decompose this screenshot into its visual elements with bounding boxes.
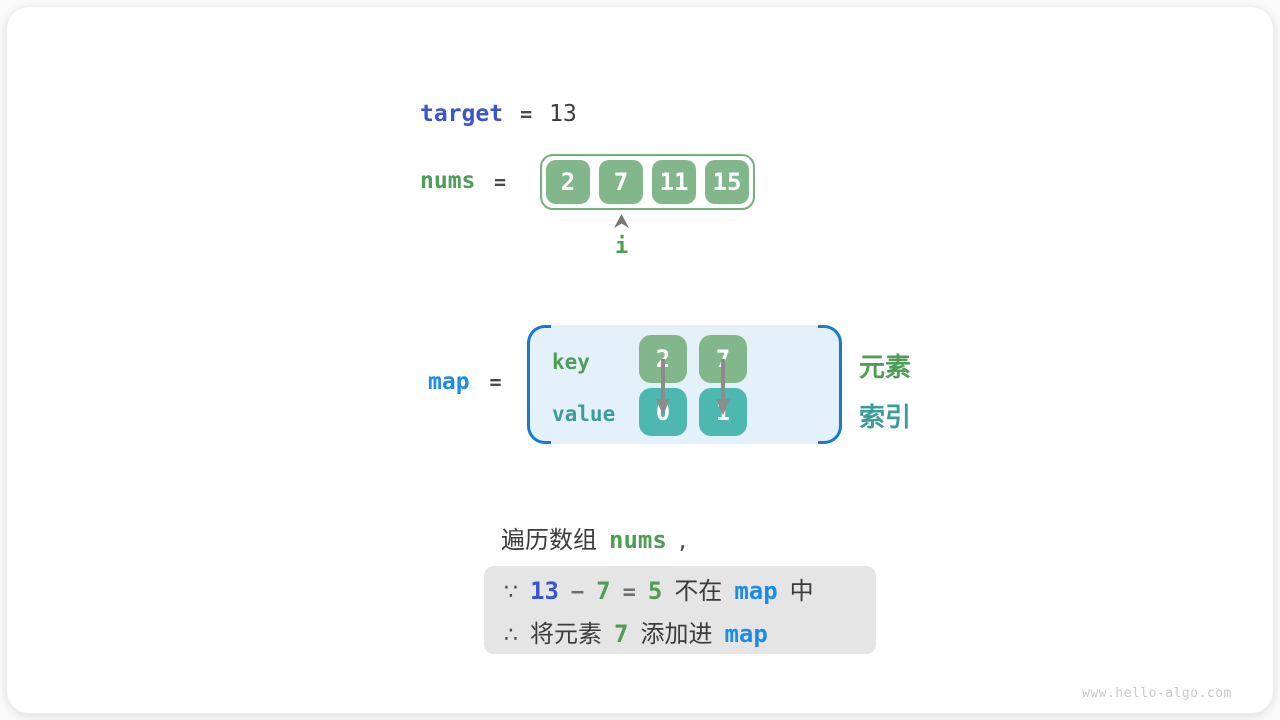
nums-cell: 7	[599, 160, 643, 204]
target-equals: =	[520, 102, 533, 126]
key-to-value-arrow-icon	[716, 359, 730, 415]
caption-comma: ,	[678, 526, 687, 554]
note-line-1: ∵ 13 − 7 = 5 不在 map 中	[504, 571, 856, 606]
index-pointer-label: i	[615, 234, 629, 259]
nums-cell: 15	[705, 160, 749, 204]
watermark: www.hello-algo.com	[1082, 686, 1232, 701]
note-add-prefix: 将元素	[530, 620, 602, 648]
minus-operator: −	[570, 580, 585, 605]
nums-array: 2 7 11 15	[540, 154, 755, 210]
index-pointer-up-arrow-icon	[614, 214, 629, 228]
map-equals: =	[489, 370, 502, 394]
map-key-label: key	[552, 350, 590, 374]
map-left-bracket	[527, 325, 551, 444]
index-side-label: 索引	[859, 403, 912, 433]
nums-cell: 11	[652, 160, 696, 204]
nums-cell: 2	[546, 160, 590, 204]
note-target-value: 13	[530, 577, 559, 605]
caption-nums-code: nums	[609, 526, 667, 554]
note-map-code: map	[734, 577, 778, 605]
note-box: ∵ 13 − 7 = 5 不在 map 中 ∴ 将元素 7 添加进 map	[484, 566, 876, 654]
element-side-label: 元素	[859, 353, 912, 383]
note-current-element: 7	[596, 577, 611, 605]
caption-prefix: 遍历数组	[501, 526, 597, 554]
map-value-label: value	[552, 402, 616, 426]
map-container: key value 2 7 0 1	[527, 325, 842, 444]
target-value: 13	[549, 101, 577, 127]
target-line: target = 13	[420, 101, 577, 127]
note-map-code: map	[724, 620, 768, 648]
because-symbol: ∵	[504, 580, 518, 605]
key-to-value-arrow-icon	[656, 359, 670, 415]
target-keyword: target	[420, 101, 504, 127]
map-right-bracket	[818, 325, 842, 444]
figure-card: target = 13 nums = 2 7 11 15 i map = key…	[7, 7, 1273, 713]
note-add-middle: 添加进	[640, 620, 713, 648]
nums-equals: =	[494, 170, 507, 194]
note-not-in-text: 不在	[674, 577, 723, 605]
nums-keyword: nums	[420, 168, 476, 194]
therefore-symbol: ∴	[504, 623, 518, 648]
note-added-element: 7	[614, 620, 629, 648]
note-difference: 5	[647, 577, 663, 605]
note-in-suffix: 中	[789, 577, 814, 605]
caption-line: 遍历数组 nums ,	[501, 520, 686, 555]
map-label-row: map =	[428, 369, 502, 395]
map-keyword: map	[428, 369, 470, 395]
equals-operator: =	[622, 580, 636, 605]
note-line-2: ∴ 将元素 7 添加进 map	[504, 614, 856, 649]
